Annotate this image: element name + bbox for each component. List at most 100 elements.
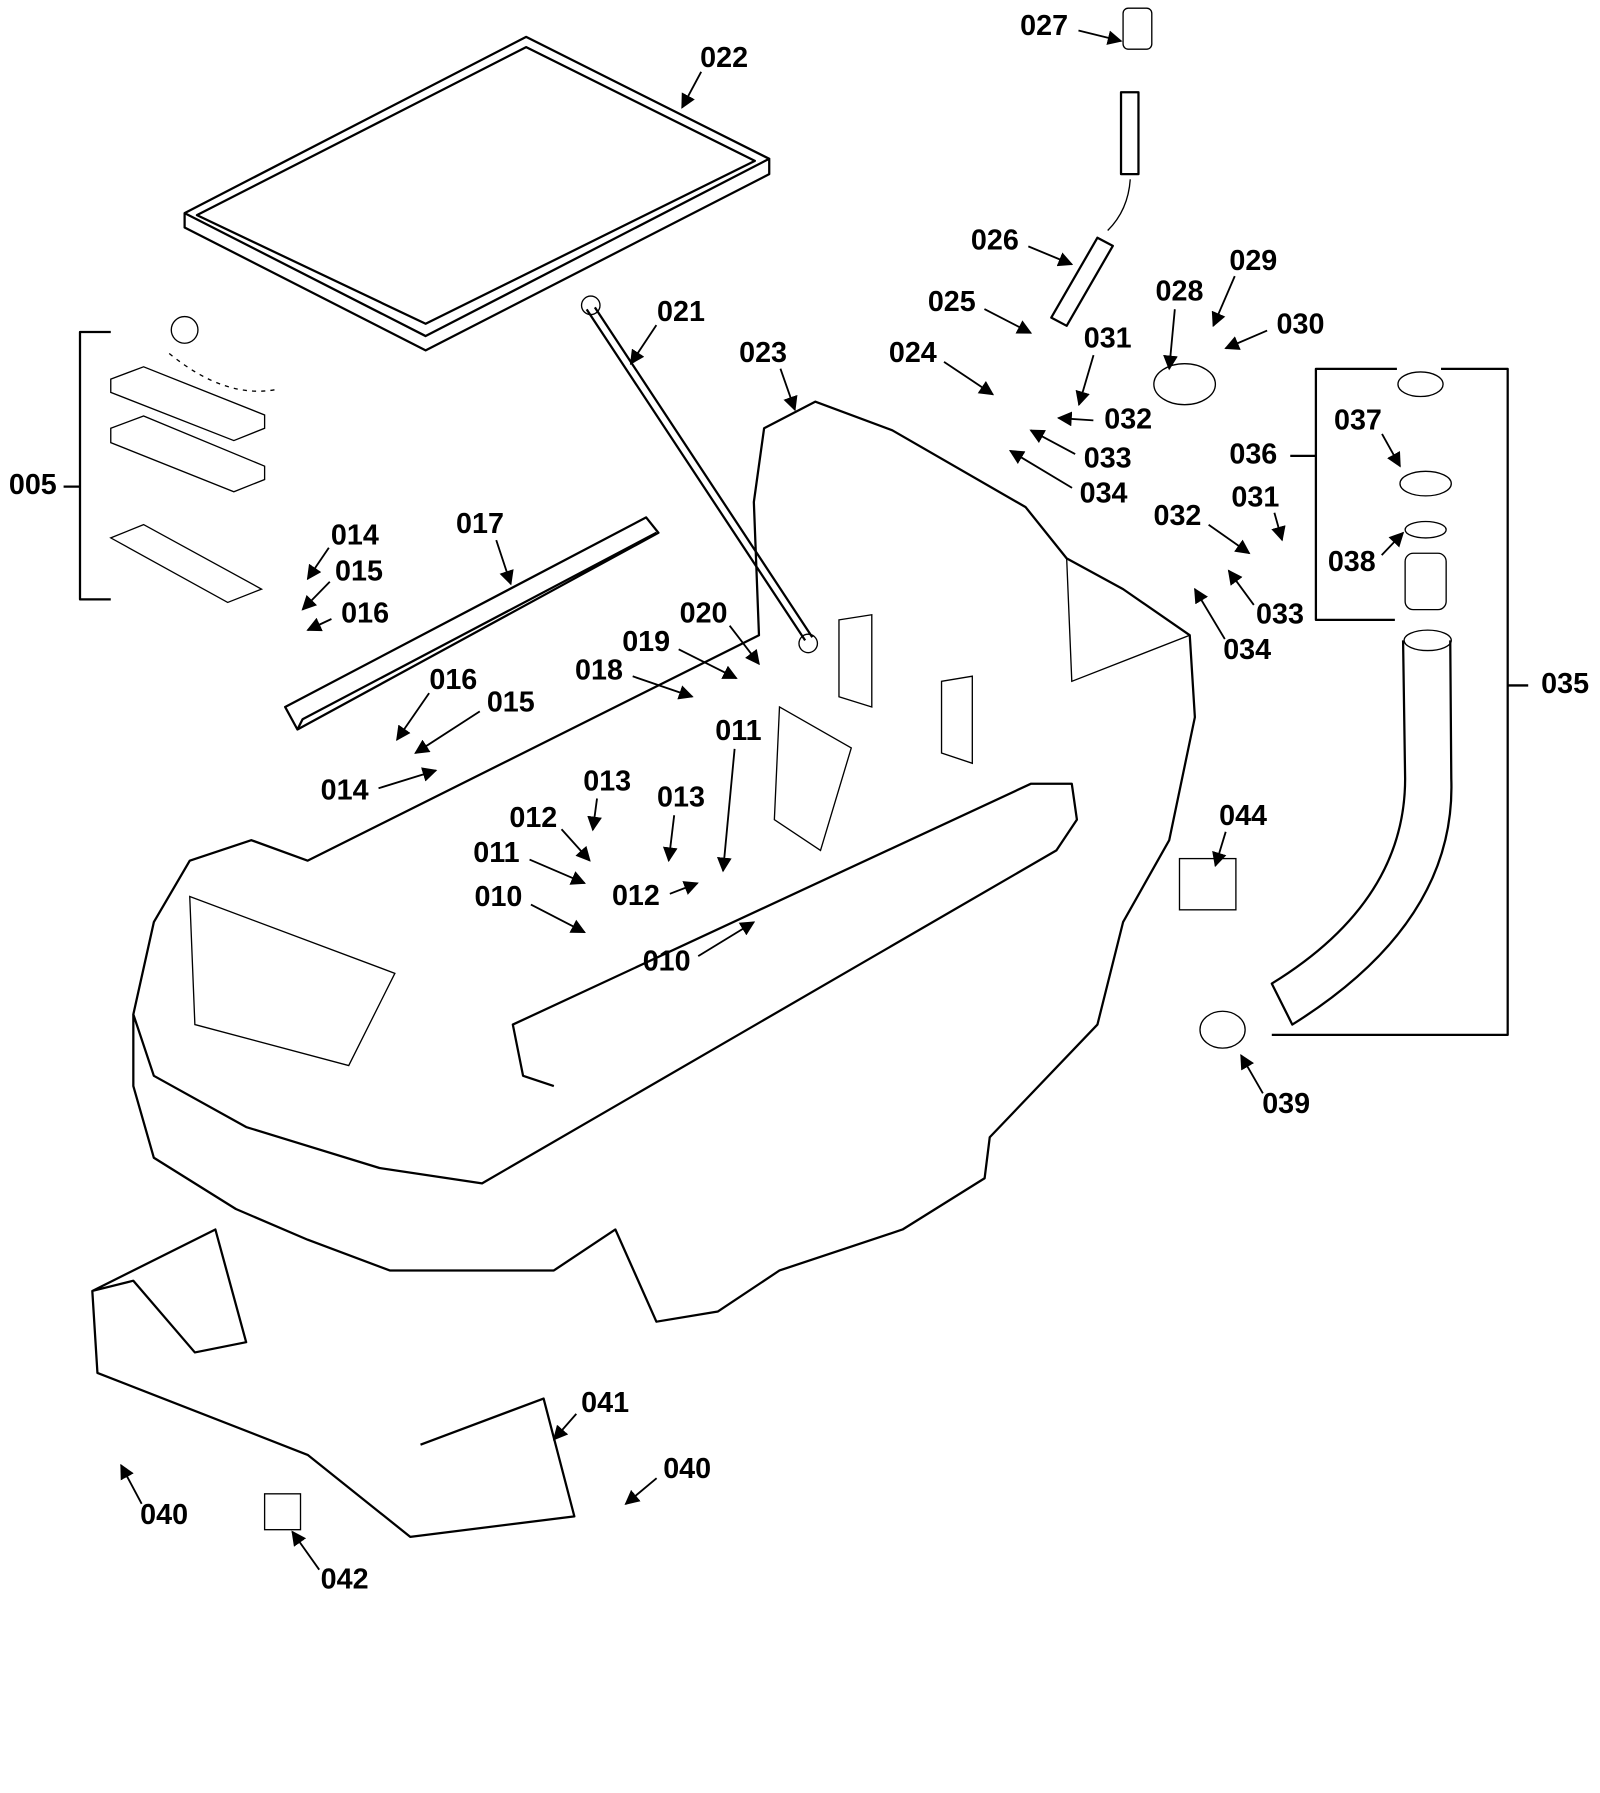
leader-line-027 — [1078, 29, 1123, 45]
callout-013: 013 — [583, 765, 631, 797]
leader-line-032 — [1056, 411, 1094, 427]
callout-038: 038 — [1328, 546, 1376, 578]
leader-line-019 — [678, 648, 738, 680]
tube-upper — [1119, 91, 1140, 176]
leader-line-024 — [943, 361, 995, 396]
tube-link — [1107, 179, 1131, 231]
leader-line-015 — [414, 710, 481, 754]
leader-line-013 — [662, 815, 678, 863]
callout-032: 032 — [1153, 500, 1201, 532]
leader-line-033 — [1227, 569, 1255, 606]
flange-037 — [1399, 470, 1452, 497]
callout-039: 039 — [1262, 1088, 1310, 1120]
callout-032: 032 — [1104, 404, 1152, 436]
cap-028 — [1153, 363, 1217, 406]
callout-010: 010 — [643, 946, 691, 978]
callout-019: 019 — [622, 626, 670, 658]
bracket-036 — [1290, 367, 1397, 621]
bracket-035 — [1271, 367, 1529, 1036]
strut-eye — [798, 633, 819, 654]
callout-023: 023 — [739, 337, 787, 369]
tube-026 — [1050, 236, 1114, 327]
callout-040: 040 — [140, 1499, 188, 1531]
callout-022: 022 — [700, 42, 748, 74]
callout-011: 011 — [715, 715, 761, 747]
leader-line-011 — [529, 858, 586, 885]
callout-016: 016 — [429, 664, 477, 696]
part-drawings — [63, 7, 1529, 1538]
leader-line-013 — [587, 798, 602, 832]
callout-024: 024 — [889, 337, 937, 369]
leader-line-029 — [1211, 275, 1236, 328]
callout-017: 017 — [456, 508, 504, 540]
leader-line-044 — [1212, 831, 1227, 868]
callout-031: 031 — [1084, 323, 1132, 355]
leader-line-031 — [1075, 354, 1095, 407]
callout-015: 015 — [335, 555, 383, 587]
leader-line-020 — [728, 625, 760, 666]
leader-line-023 — [779, 368, 798, 412]
callout-031: 031 — [1231, 482, 1279, 514]
callout-013: 013 — [657, 782, 705, 814]
leader-line-031 — [1271, 512, 1286, 542]
tank-body-023 — [132, 400, 1196, 1323]
callout-005: 005 — [9, 469, 57, 501]
leader-line-032 — [1208, 523, 1251, 555]
callout-011: 011 — [473, 837, 519, 869]
leader-line-012 — [560, 828, 591, 862]
callout-034: 034 — [1080, 477, 1128, 509]
leader-line-018 — [632, 675, 694, 700]
callout-025: 025 — [928, 286, 976, 318]
callout-015: 015 — [487, 686, 535, 718]
leader-line-014 — [378, 767, 438, 790]
callout-010: 010 — [475, 881, 523, 913]
callout-044: 044 — [1219, 800, 1267, 832]
cap — [1397, 371, 1444, 398]
leader-line-011 — [716, 748, 736, 873]
leader-line-033 — [1029, 429, 1076, 455]
plate-005b — [110, 415, 266, 493]
leader-line-030 — [1224, 329, 1268, 350]
leader-line-021 — [629, 324, 658, 365]
clamp-039 — [1199, 1010, 1246, 1049]
leader-line-026 — [1027, 245, 1074, 267]
callout-027: 027 — [1020, 10, 1068, 42]
callout-033: 033 — [1084, 443, 1132, 475]
callout-012: 012 — [509, 802, 557, 834]
callout-018: 018 — [575, 655, 623, 687]
leader-line-034 — [1194, 587, 1226, 640]
leader-line-022 — [681, 71, 702, 109]
tank-inner — [189, 558, 1190, 1067]
leader-line-040 — [624, 1477, 658, 1506]
callout-029: 029 — [1229, 245, 1277, 277]
callout-037: 037 — [1334, 405, 1382, 437]
leader-lines — [120, 29, 1405, 1571]
plate-005a — [110, 366, 266, 442]
callout-035: 035 — [1541, 668, 1589, 700]
callout-030: 030 — [1277, 308, 1325, 340]
leader-line-042 — [291, 1530, 320, 1571]
tank-slot — [838, 613, 973, 765]
callout-040: 040 — [663, 1453, 711, 1485]
callout-026: 026 — [971, 224, 1019, 256]
leader-line-037 — [1381, 433, 1401, 468]
strut-eye — [580, 295, 601, 316]
callout-041: 041 — [581, 1387, 629, 1419]
elbow-027 — [1122, 7, 1153, 50]
leader-line-017 — [495, 539, 514, 586]
lid-frame-022 — [183, 35, 771, 352]
hose-end — [1403, 629, 1452, 652]
leader-line-041 — [552, 1413, 577, 1441]
chain — [168, 352, 278, 392]
gasket-005 — [109, 523, 264, 604]
callout-042: 042 — [321, 1564, 369, 1596]
callout-021: 021 — [657, 296, 705, 328]
callout-036: 036 — [1229, 439, 1277, 471]
callout-020: 020 — [680, 597, 728, 629]
hinge-017 — [283, 516, 660, 731]
label-044 — [1178, 857, 1237, 911]
leader-line-034 — [1008, 450, 1073, 489]
callout-028: 028 — [1156, 276, 1204, 308]
